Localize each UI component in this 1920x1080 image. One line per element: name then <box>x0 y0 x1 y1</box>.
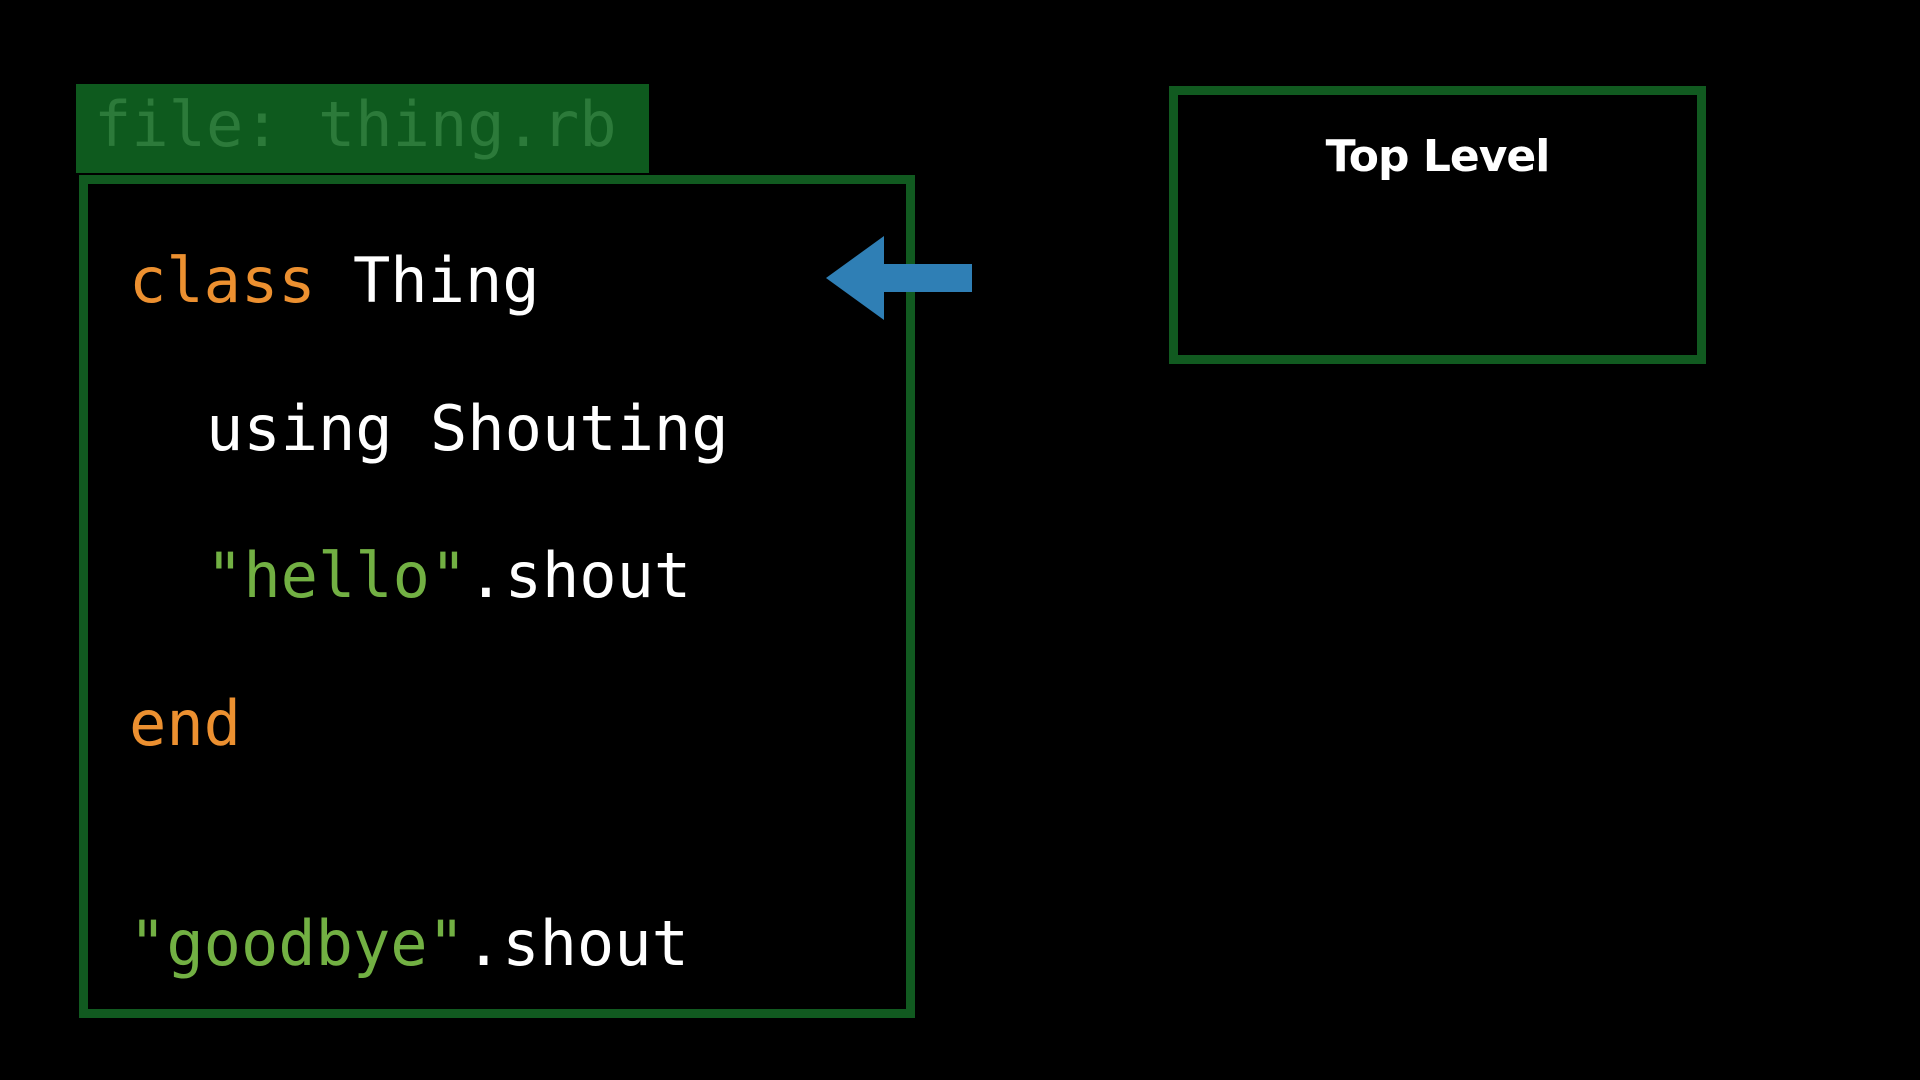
string-hello: "hello" <box>206 539 468 612</box>
using-statement: using Shouting <box>206 392 729 465</box>
scope-title: Top Level <box>1325 131 1551 182</box>
method-call-shout: .shout <box>467 539 692 612</box>
method-call-shout-2: .shout <box>464 907 689 980</box>
file-tab: file: thing.rb <box>76 84 649 173</box>
arrow-left-icon <box>826 236 972 320</box>
code-line-class-declaration: class Thing <box>129 250 540 312</box>
keyword-class: class <box>129 244 316 317</box>
scope-box-top-level: Top Level <box>1169 86 1706 364</box>
class-name: Thing <box>315 244 540 317</box>
file-tab-label: file: thing.rb <box>94 88 617 161</box>
code-line-using: using Shouting <box>206 398 729 460</box>
code-line-goodbye-shout: "goodbye".shout <box>129 913 689 975</box>
code-line-hello-shout: "hello".shout <box>206 545 691 607</box>
keyword-end: end <box>129 687 241 760</box>
string-goodbye: "goodbye" <box>129 907 465 980</box>
code-line-end: end <box>129 693 241 755</box>
code-panel <box>79 175 915 1018</box>
